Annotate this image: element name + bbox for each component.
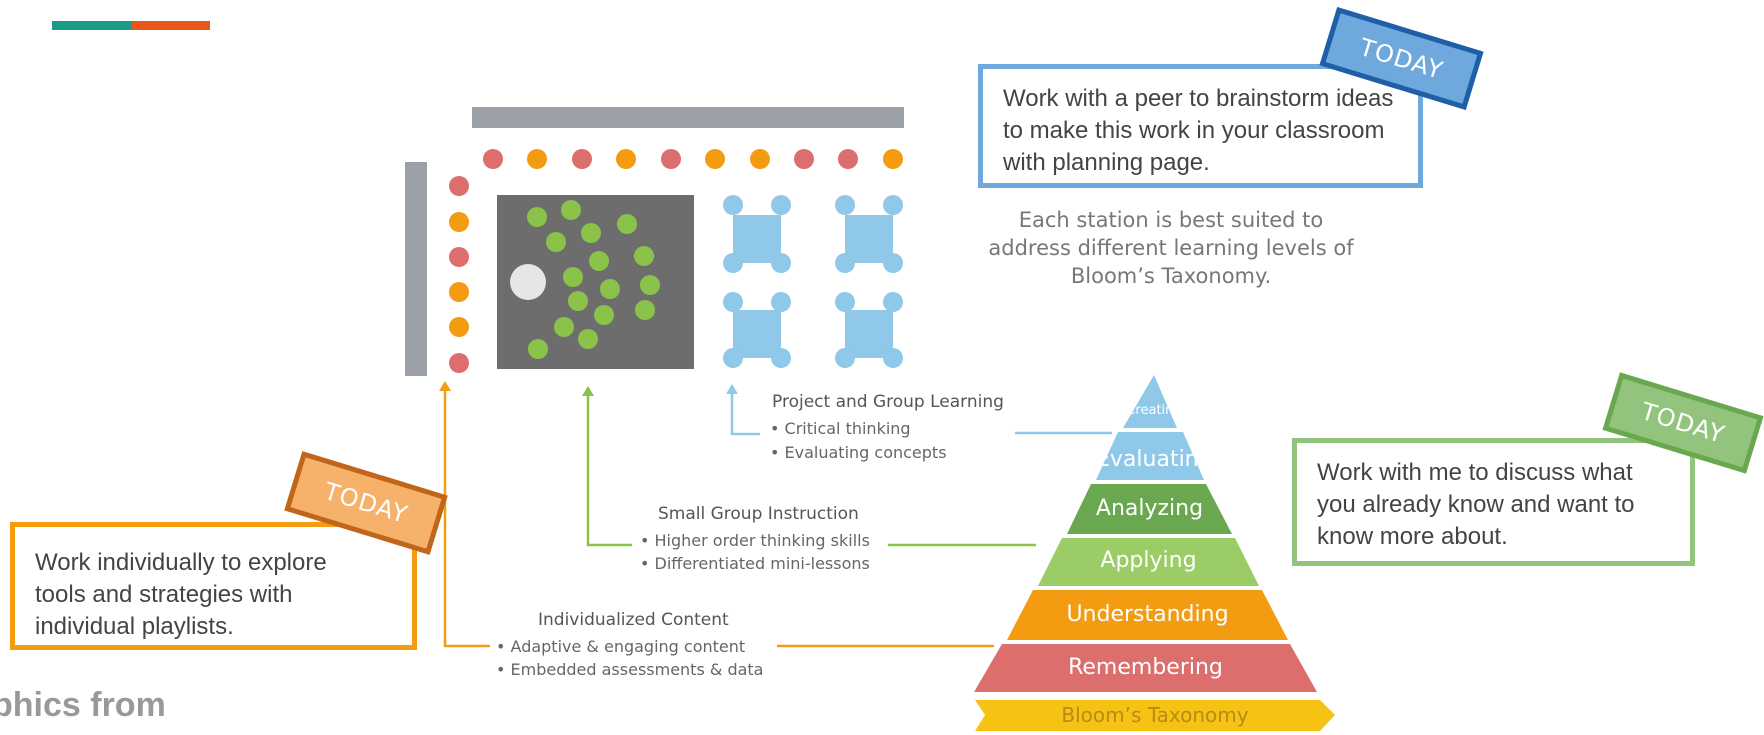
project-station-title: Project and Group Learning xyxy=(772,392,1004,412)
header-accent-bar-teal xyxy=(52,21,132,30)
peer-callout-text: Work with a peer to brainstorm ideas to … xyxy=(1003,85,1394,176)
header-accent-bar-orange xyxy=(132,21,210,30)
pyramid-label-understanding: Understanding xyxy=(1066,602,1229,627)
individual-callout-box: Work individually to explore tools and s… xyxy=(10,522,417,650)
pyramid-level-understanding xyxy=(1007,590,1288,640)
me-callout-text: Work with me to discuss what you already… xyxy=(1317,459,1635,550)
individualized-station-title: Individualized Content xyxy=(538,610,729,630)
pyramid-level-evaluating xyxy=(1096,432,1204,480)
individual-connector xyxy=(443,391,994,648)
small-group-station-title: Small Group Instruction xyxy=(658,504,859,524)
group-table-4 xyxy=(835,292,903,368)
left-column-seats xyxy=(449,176,469,373)
pyramid-label-evaluating: Evaluating xyxy=(1096,447,1213,472)
student-seats xyxy=(527,200,660,359)
bloom-caption: Each station is best suited to address d… xyxy=(988,208,1354,288)
left-wall xyxy=(405,162,427,376)
pyramid-label-analyzing: Analyzing xyxy=(1095,496,1204,521)
pyramid-level-applying xyxy=(1038,538,1259,586)
individualized-station-bullet-1: • Adaptive & engaging content xyxy=(496,637,746,656)
pyramid-level-creating xyxy=(1123,375,1177,428)
individual-arrowhead xyxy=(439,381,451,391)
pyramid-level-analyzing xyxy=(1067,484,1232,534)
top-row-seats xyxy=(483,149,903,169)
small-group-connector xyxy=(586,396,1036,547)
pyramid-label-applying: Applying xyxy=(1100,548,1197,573)
pyramid-base-label: Bloom’s Taxonomy xyxy=(1061,703,1249,727)
group-table-2 xyxy=(835,195,903,273)
project-station-bullet-2: • Evaluating concepts xyxy=(770,443,947,462)
peer-callout-box: Work with a peer to brainstorm ideas to … xyxy=(978,64,1423,188)
group-table-3 xyxy=(723,292,791,368)
pyramid-label-creating: Creating xyxy=(1126,403,1182,418)
small-group-station-bullet-1: • Higher order thinking skills xyxy=(640,531,870,550)
me-callout-box: Work with me to discuss what you already… xyxy=(1292,438,1695,566)
footer-credit-fragment: phics from xyxy=(0,686,166,724)
group-table-1 xyxy=(723,195,791,273)
project-connector xyxy=(730,394,1112,436)
project-station-bullet-1: • Critical thinking xyxy=(770,419,911,438)
small-group-station-bullet-2: • Differentiated mini-lessons xyxy=(640,554,870,573)
individualized-station-bullet-2: • Embedded assessments & data xyxy=(496,660,764,679)
project-arrowhead xyxy=(726,384,738,394)
pyramid-label-remembering: Remembering xyxy=(1068,655,1223,680)
small-group-arrowhead xyxy=(582,386,594,396)
pyramid-level-remembering xyxy=(974,644,1317,692)
teacher-seat xyxy=(510,264,546,300)
top-wall xyxy=(472,107,904,128)
pyramid-base-banner xyxy=(975,700,1335,731)
individual-callout-text: Work individually to explore tools and s… xyxy=(35,549,327,640)
